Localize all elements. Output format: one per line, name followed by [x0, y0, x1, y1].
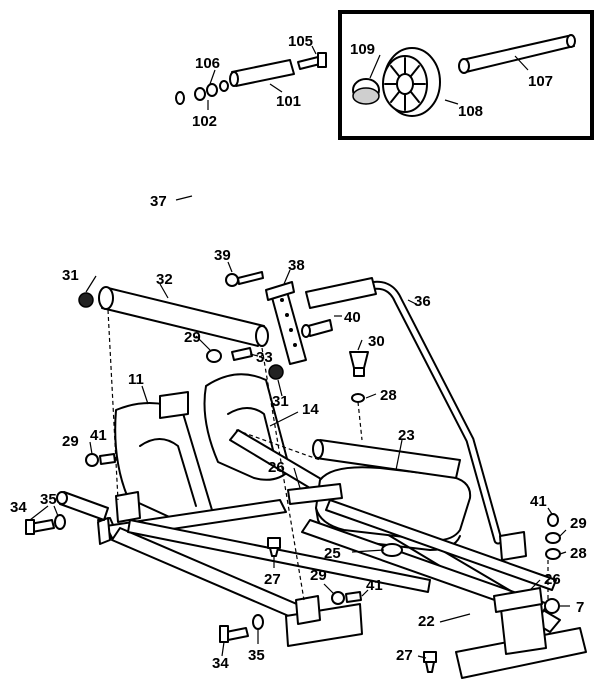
label-106: 106 [195, 55, 220, 72]
label-29-left: 29 [62, 433, 79, 450]
part-105-bolt [297, 52, 327, 70]
seat-back-bar [312, 439, 461, 479]
label-109: 109 [350, 41, 375, 58]
part-37-handlebar [111, 91, 279, 303]
part-29-33-hardware [206, 347, 253, 363]
label-39: 39 [214, 247, 231, 264]
part-25-pulley [381, 543, 403, 557]
part-108-pulley [382, 47, 441, 117]
label-102: 102 [192, 113, 217, 130]
part-35-washer-rear [252, 614, 264, 630]
label-22: 22 [418, 613, 435, 630]
label-41-center: 41 [366, 577, 383, 594]
part-106-102-washers [194, 80, 229, 101]
part-7-end-cap [544, 598, 560, 614]
part-31-cap-mid [268, 364, 284, 380]
label-31-top: 31 [62, 267, 79, 284]
part-109-cap [352, 78, 380, 105]
leader-lines [29, 275, 570, 659]
label-105: 105 [288, 33, 313, 50]
part-38-adjust-tube [265, 281, 307, 365]
label-41-left: 41 [90, 427, 107, 444]
label-23: 23 [398, 427, 415, 444]
part-number-labels: 105 106 109 101 102 107 108 37 39 38 31 … [10, 33, 587, 672]
part-40-bolt [301, 319, 333, 338]
part-26-roller-top [287, 483, 343, 505]
label-35-rear: 35 [248, 647, 265, 664]
label-107: 107 [528, 73, 553, 90]
label-28-right: 28 [570, 545, 587, 562]
label-29-center: 29 [310, 567, 327, 584]
inset-detail-box [338, 10, 594, 140]
part-29-41-hardware-left [85, 453, 116, 467]
label-37: 37 [150, 193, 167, 210]
part-41-29-28-hardware-right [545, 513, 561, 560]
part-32-foam-bar [98, 286, 269, 347]
part-27-foot-rear [423, 651, 437, 673]
part-27-foot-center [267, 537, 281, 557]
part-39-pin [225, 271, 264, 287]
part-26-roller-rear [493, 587, 543, 613]
label-30: 30 [368, 333, 385, 350]
part-34-bolt-front [25, 519, 55, 535]
label-27-rear: 27 [396, 647, 413, 664]
label-14: 14 [302, 401, 319, 418]
label-7: 7 [576, 599, 584, 616]
part-29-41-hardware-center [331, 591, 362, 605]
label-34-front: 34 [10, 499, 27, 516]
label-27-center: 27 [264, 571, 281, 588]
part-31-cap-left [78, 292, 94, 308]
part-36-handlebar [305, 277, 503, 545]
label-11: 11 [128, 371, 144, 388]
label-26-rear: 26 [544, 571, 561, 588]
label-28-top: 28 [380, 387, 397, 404]
part-35-washer-front [54, 514, 66, 530]
label-36: 36 [414, 293, 431, 310]
label-35-front: 35 [40, 491, 57, 508]
label-38: 38 [288, 257, 305, 274]
label-34-rear: 34 [212, 655, 229, 672]
label-101: 101 [276, 93, 301, 110]
label-108: 108 [458, 103, 483, 120]
front-pin [56, 491, 109, 521]
assembly-dashed-lines [107, 309, 549, 601]
part-28-washer-top [351, 393, 365, 403]
label-29-right: 29 [570, 515, 587, 532]
label-40: 40 [344, 309, 361, 326]
part-34-bolt-rear [219, 625, 249, 643]
label-32: 32 [156, 271, 173, 288]
label-33: 33 [256, 349, 273, 366]
label-26-top: 26 [268, 459, 285, 476]
part-30-knob [349, 351, 369, 377]
label-31-mid: 31 [272, 393, 289, 410]
part-107-axle [458, 34, 576, 74]
part-11-footrest-left [114, 391, 213, 522]
label-41-right: 41 [530, 493, 547, 510]
part-101-grip [229, 59, 295, 87]
label-29-top: 29 [184, 329, 201, 346]
base-frame [97, 491, 587, 679]
label-25: 25 [324, 545, 341, 562]
